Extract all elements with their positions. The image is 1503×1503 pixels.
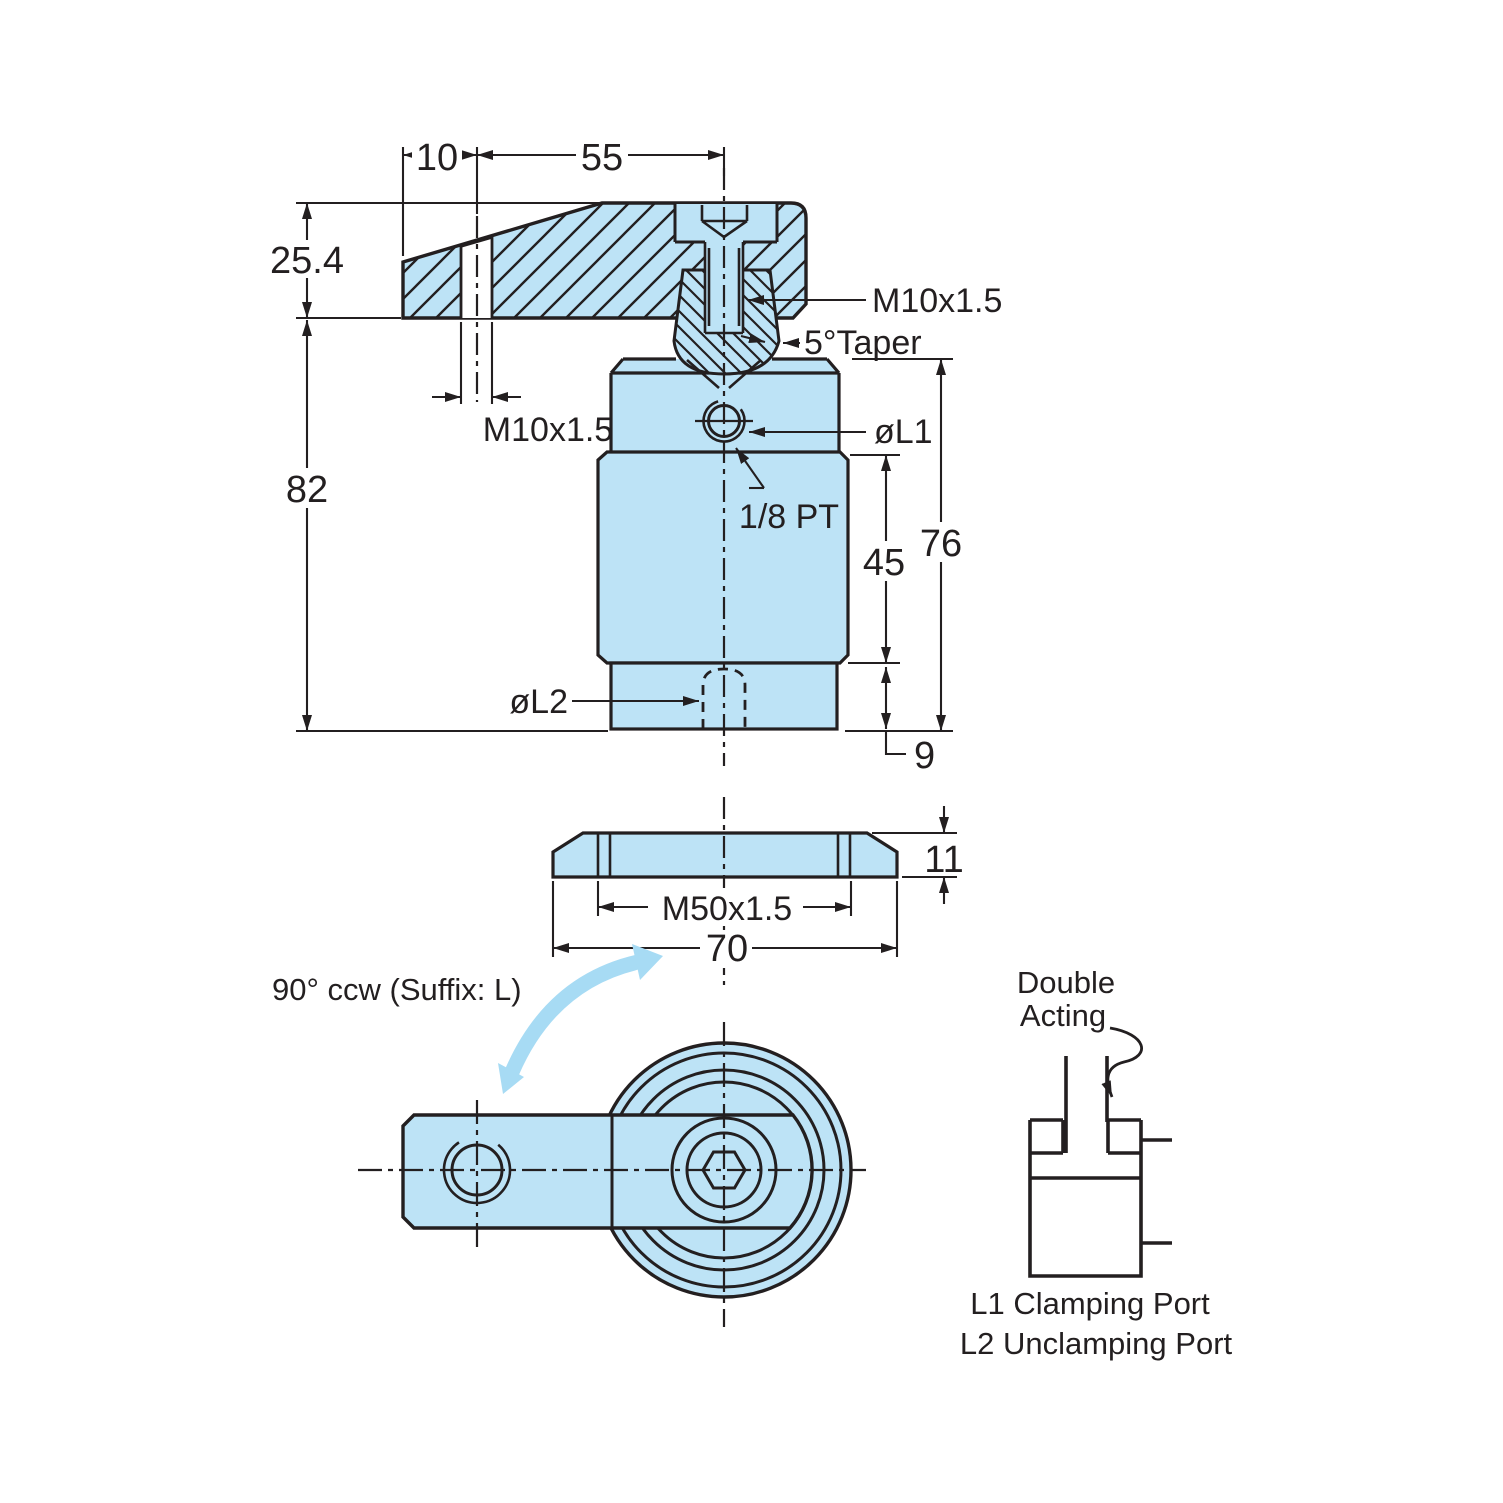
rotation-indicator: 90° ccw (Suffix: L) xyxy=(272,944,663,1094)
taper-label: 5°Taper xyxy=(804,324,922,362)
arm-hole-front xyxy=(461,237,492,318)
front-dimensions xyxy=(296,147,953,756)
front-view: 10 55 25.4 82 45 76 9 M10x1.5 M10x1.5 5°… xyxy=(266,137,1002,777)
port-l1-legend: L1 Clamping Port xyxy=(970,1286,1210,1321)
rotation-arrowhead-up-icon xyxy=(632,944,663,980)
dim-45-label: 45 xyxy=(863,542,905,584)
dim-10-label: 10 xyxy=(416,137,458,179)
port-l2-label: øL2 xyxy=(509,683,568,721)
rotation-note-label: 90° ccw (Suffix: L) xyxy=(272,972,522,1007)
screw-thread-label: M10x1.5 xyxy=(872,282,1002,320)
dim-76-label: 76 xyxy=(920,523,962,565)
dim-25-4-label: 25.4 xyxy=(270,240,344,282)
flange-nut-view: 11 M50x1.5 70 xyxy=(551,797,964,985)
piston-rod-lines xyxy=(1064,1056,1109,1153)
dim-55-label: 55 xyxy=(581,137,623,179)
arm-thread-label: M10x1.5 xyxy=(483,411,613,449)
double-acting-schematic: Double Acting L1 Clamping Port L2 Unclam… xyxy=(960,965,1233,1361)
arm-top-view xyxy=(401,1113,814,1230)
port-size-label: 1/8 PT xyxy=(739,498,839,536)
flange-dimensions xyxy=(551,806,957,957)
schematic-ports xyxy=(1141,1138,1172,1245)
acting-leader xyxy=(1101,1026,1143,1098)
top-view xyxy=(358,1022,866,1327)
dim-70-label: 70 xyxy=(706,928,748,970)
acting-type-line2: Acting xyxy=(1020,998,1106,1033)
flange-thread-label: M50x1.5 xyxy=(662,890,792,928)
hex-socket-front xyxy=(700,205,749,239)
port-l2-legend: L2 Unclamping Port xyxy=(960,1326,1233,1361)
port-size-leader xyxy=(735,447,765,489)
dim-9-label: 9 xyxy=(914,735,935,777)
dim-82-label: 82 xyxy=(286,469,328,511)
acting-type-line1: Double xyxy=(1017,965,1115,1000)
dim-11-label: 11 xyxy=(924,839,963,881)
rotation-arrowhead-down-icon xyxy=(498,1063,524,1094)
port-l1-label: øL1 xyxy=(874,413,933,451)
